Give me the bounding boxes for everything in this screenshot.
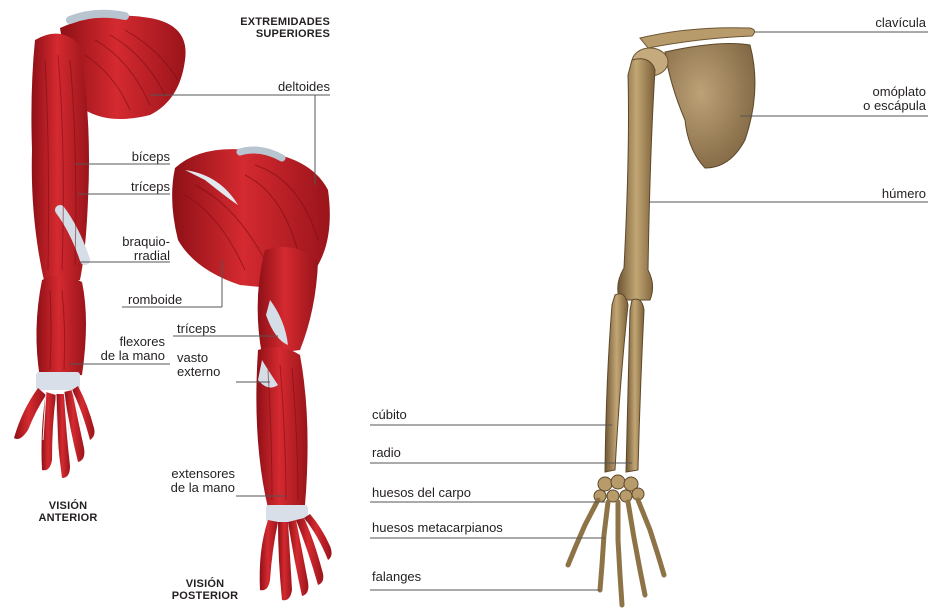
label-metacarpianos: huesos metacarpianos: [372, 521, 503, 535]
title-line-1: EXTREMIDADES: [218, 16, 330, 28]
label-vasto-externo: vasto externo: [177, 351, 220, 379]
vision-anterior-line-2: ANTERIOR: [28, 512, 108, 524]
skeleton-arm: [568, 28, 755, 605]
ulna-bone: [605, 294, 628, 472]
braquiorradial-line-1: braquio-: [90, 235, 170, 249]
vision-posterior-line-1: VISIÓN: [160, 578, 250, 590]
omoplato-line-1: omóplato: [800, 85, 926, 99]
scapula-bone: [665, 44, 755, 168]
posterior-upper-arm: [258, 247, 318, 355]
flexores-line-2: de la mano: [80, 349, 165, 363]
label-flexores: flexores de la mano: [80, 335, 165, 363]
extensores-line-2: de la mano: [150, 481, 235, 495]
label-braquiorradial: braquio- rradial: [90, 235, 170, 263]
label-falanges: falanges: [372, 570, 421, 584]
vision-posterior-line-2: POSTERIOR: [160, 590, 250, 602]
label-romboide: romboide: [128, 293, 182, 307]
vision-anterior-line-1: VISIÓN: [28, 500, 108, 512]
anterior-forearm: [36, 275, 86, 378]
label-triceps-anterior: tríceps: [90, 180, 170, 194]
label-carpo: huesos del carpo: [372, 486, 471, 500]
label-biceps: bíceps: [90, 150, 170, 164]
title-line-2: SUPERIORES: [218, 28, 330, 40]
label-triceps-posterior: tríceps: [177, 322, 216, 336]
diagram-title: EXTREMIDADES SUPERIORES: [218, 16, 330, 40]
label-omoplato: omóplato o escápula: [800, 85, 926, 113]
label-humero: húmero: [800, 187, 926, 201]
label-cubito: cúbito: [372, 408, 407, 422]
vasto-externo-line-1: vasto: [177, 351, 220, 365]
label-clavicula: clavícula: [800, 16, 926, 30]
omoplato-line-2: o escápula: [800, 99, 926, 113]
label-radio: radio: [372, 446, 401, 460]
label-vision-posterior: VISIÓN POSTERIOR: [160, 578, 250, 602]
vasto-externo-line-2: externo: [177, 365, 220, 379]
humerus-bone: [618, 59, 655, 300]
extensores-line-1: extensores: [150, 467, 235, 481]
label-extensores: extensores de la mano: [150, 467, 235, 495]
braquiorradial-line-2: rradial: [90, 249, 170, 263]
flexores-line-1: flexores: [80, 335, 165, 349]
radius-bone: [626, 299, 644, 472]
leader-lines: [70, 32, 928, 590]
label-deltoides: deltoides: [230, 80, 330, 94]
label-vision-anterior: VISIÓN ANTERIOR: [28, 500, 108, 524]
